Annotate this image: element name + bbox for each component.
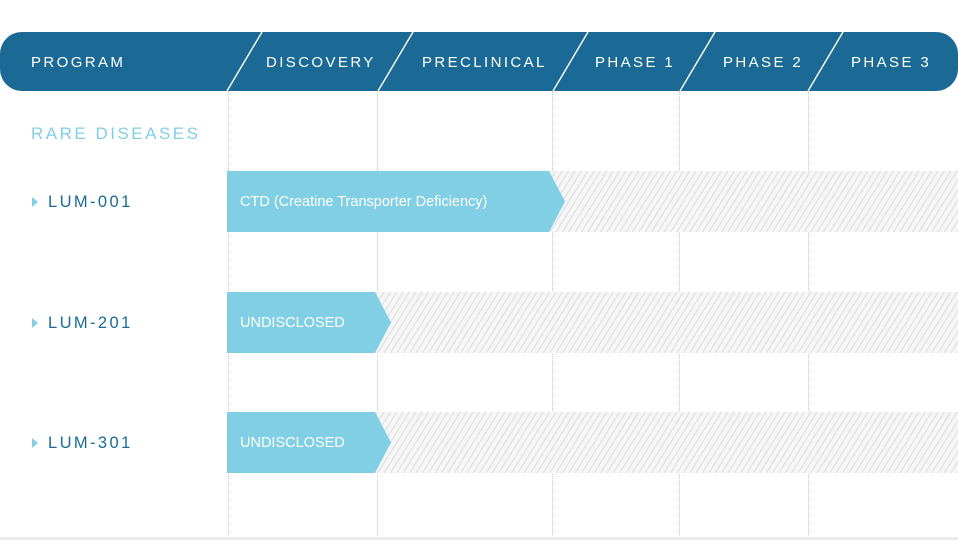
caret-right-icon — [32, 438, 38, 448]
caret-right-icon — [32, 197, 38, 207]
header-dividers — [226, 32, 844, 91]
program-name: LUM-301 — [48, 434, 133, 452]
progress-bar[interactable]: UNDISCLOSED — [227, 292, 391, 353]
indication-label: CTD (Creatine Transporter Deficiency) — [240, 194, 488, 210]
header-divider — [552, 32, 589, 91]
program-name: LUM-001 — [48, 193, 133, 211]
indication-label: UNDISCLOSED — [240, 435, 345, 451]
header-stage-discovery: DISCOVERY — [266, 54, 376, 71]
caret-right-icon — [32, 318, 38, 328]
progress-bar[interactable]: UNDISCLOSED — [227, 412, 391, 473]
program-name: LUM-201 — [48, 314, 133, 332]
progress-bar[interactable]: CTD (Creatine Transporter Deficiency) — [227, 171, 565, 232]
header-divider — [377, 32, 414, 91]
header-stage-phase-3: PHASE 3 — [851, 54, 932, 71]
program-row: LUM-201 UNDISCLOSED — [0, 292, 958, 353]
category-heading: RARE DISEASES — [31, 124, 201, 143]
program-row: LUM-301 UNDISCLOSED — [0, 412, 958, 473]
header-stage-preclinical: PRECLINICAL — [422, 54, 547, 71]
header-divider — [679, 32, 716, 91]
header-divider — [226, 32, 263, 91]
header-stage-phase-2: PHASE 2 — [723, 54, 804, 71]
program-row: LUM-001 CTD (Creatine Transporter Defici… — [0, 171, 958, 232]
indication-label: UNDISCLOSED — [240, 315, 345, 331]
header-program-label: PROGRAM — [31, 54, 126, 71]
header-stage-phase-1: PHASE 1 — [595, 54, 676, 71]
header-divider — [807, 32, 844, 91]
pipeline-header: PROGRAM DISCOVERY PRECLINICAL PHASE 1 PH… — [0, 32, 958, 91]
bottom-rule — [0, 537, 958, 540]
